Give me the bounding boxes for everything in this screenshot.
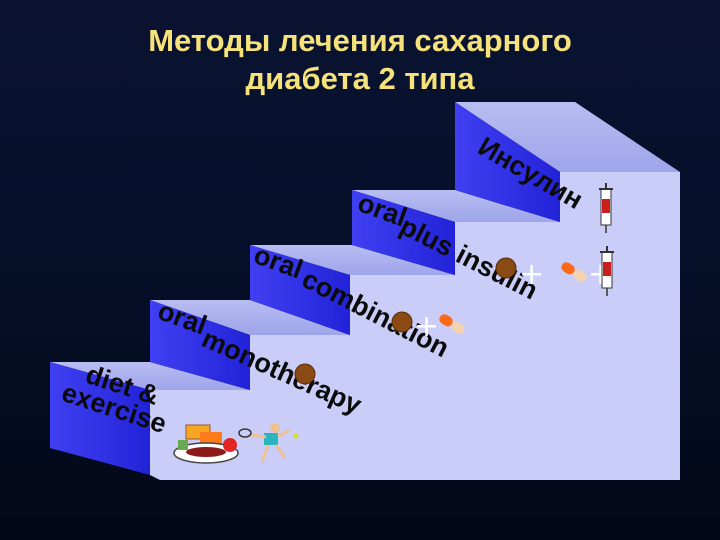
step-oral-combination [250, 245, 455, 335]
syringe-icon [599, 183, 613, 233]
tennis-player-icon [238, 423, 299, 463]
step-oral-monotherapy [150, 300, 350, 390]
tablet-icon [495, 257, 517, 279]
food-plate-icon [173, 424, 239, 464]
title-line-2: диабета 2 типа [245, 61, 475, 96]
page-title: Методы лечения сахарного диабета 2 типа [0, 22, 720, 98]
plus-sign: + [519, 257, 544, 292]
syringe-icon [600, 246, 614, 296]
step-insulin [455, 102, 680, 222]
title-line-1: Методы лечения сахарного [148, 23, 572, 58]
tablet-icon [391, 311, 413, 333]
step-oral-plus-insulin [352, 190, 560, 275]
step-diet-exercise [50, 362, 250, 475]
stairs-body [150, 172, 680, 480]
capsule-icon [439, 314, 465, 334]
plus-sign: + [414, 309, 439, 344]
capsule-icon [561, 262, 587, 282]
tablet-icon [294, 363, 316, 385]
